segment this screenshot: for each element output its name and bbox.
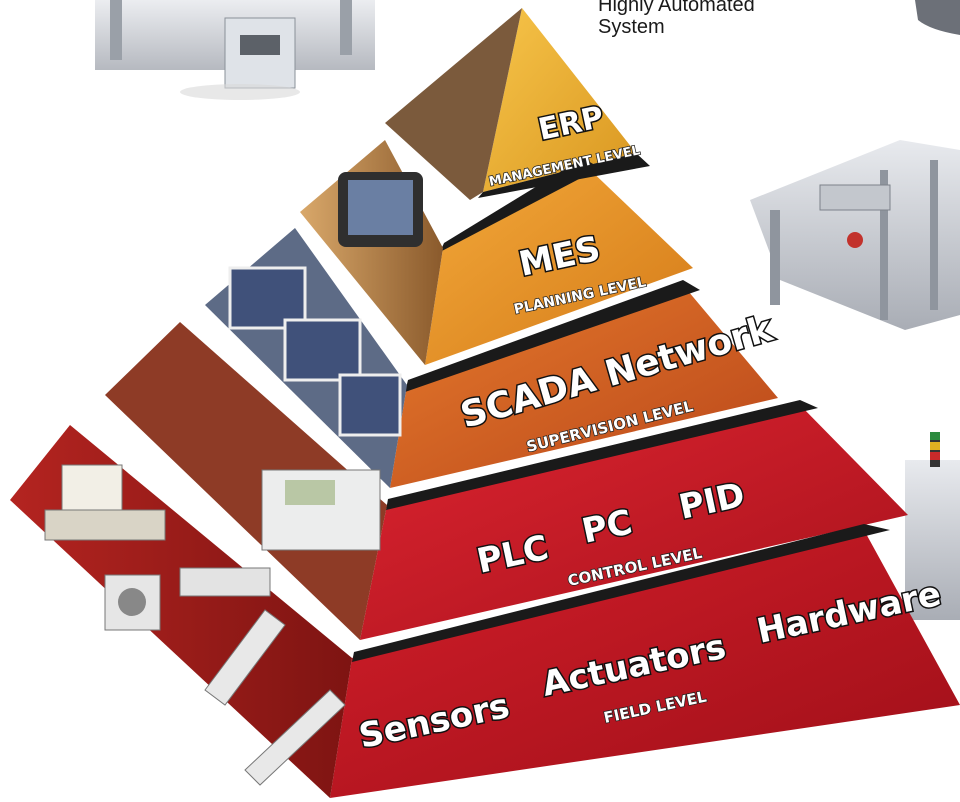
hmi-screens-icon xyxy=(228,266,402,437)
field-level-face xyxy=(330,530,960,798)
control-level-face xyxy=(360,405,908,640)
caption-line-1: Highly Automated xyxy=(598,0,755,16)
management-left-face xyxy=(385,8,522,200)
control-left-face xyxy=(105,322,387,640)
robot-cell-photo-right xyxy=(915,0,960,35)
monitor-icon xyxy=(338,172,423,247)
plc-controller-icon xyxy=(261,469,381,551)
workstation-photo-top-left xyxy=(95,0,375,100)
cylinder-actuator-icon xyxy=(104,567,271,631)
factory-line-photo-right xyxy=(750,140,960,330)
caption-line-2: System xyxy=(598,16,665,38)
linear-actuator-icon xyxy=(204,609,346,786)
pressure-sensor-icon xyxy=(44,464,166,541)
supervision-level-face xyxy=(390,285,778,488)
system-caption: Highly Automated System xyxy=(598,0,858,38)
signal-tower-photo-right xyxy=(905,432,960,620)
management-level-face xyxy=(483,8,636,192)
planning-level-face xyxy=(425,163,693,365)
